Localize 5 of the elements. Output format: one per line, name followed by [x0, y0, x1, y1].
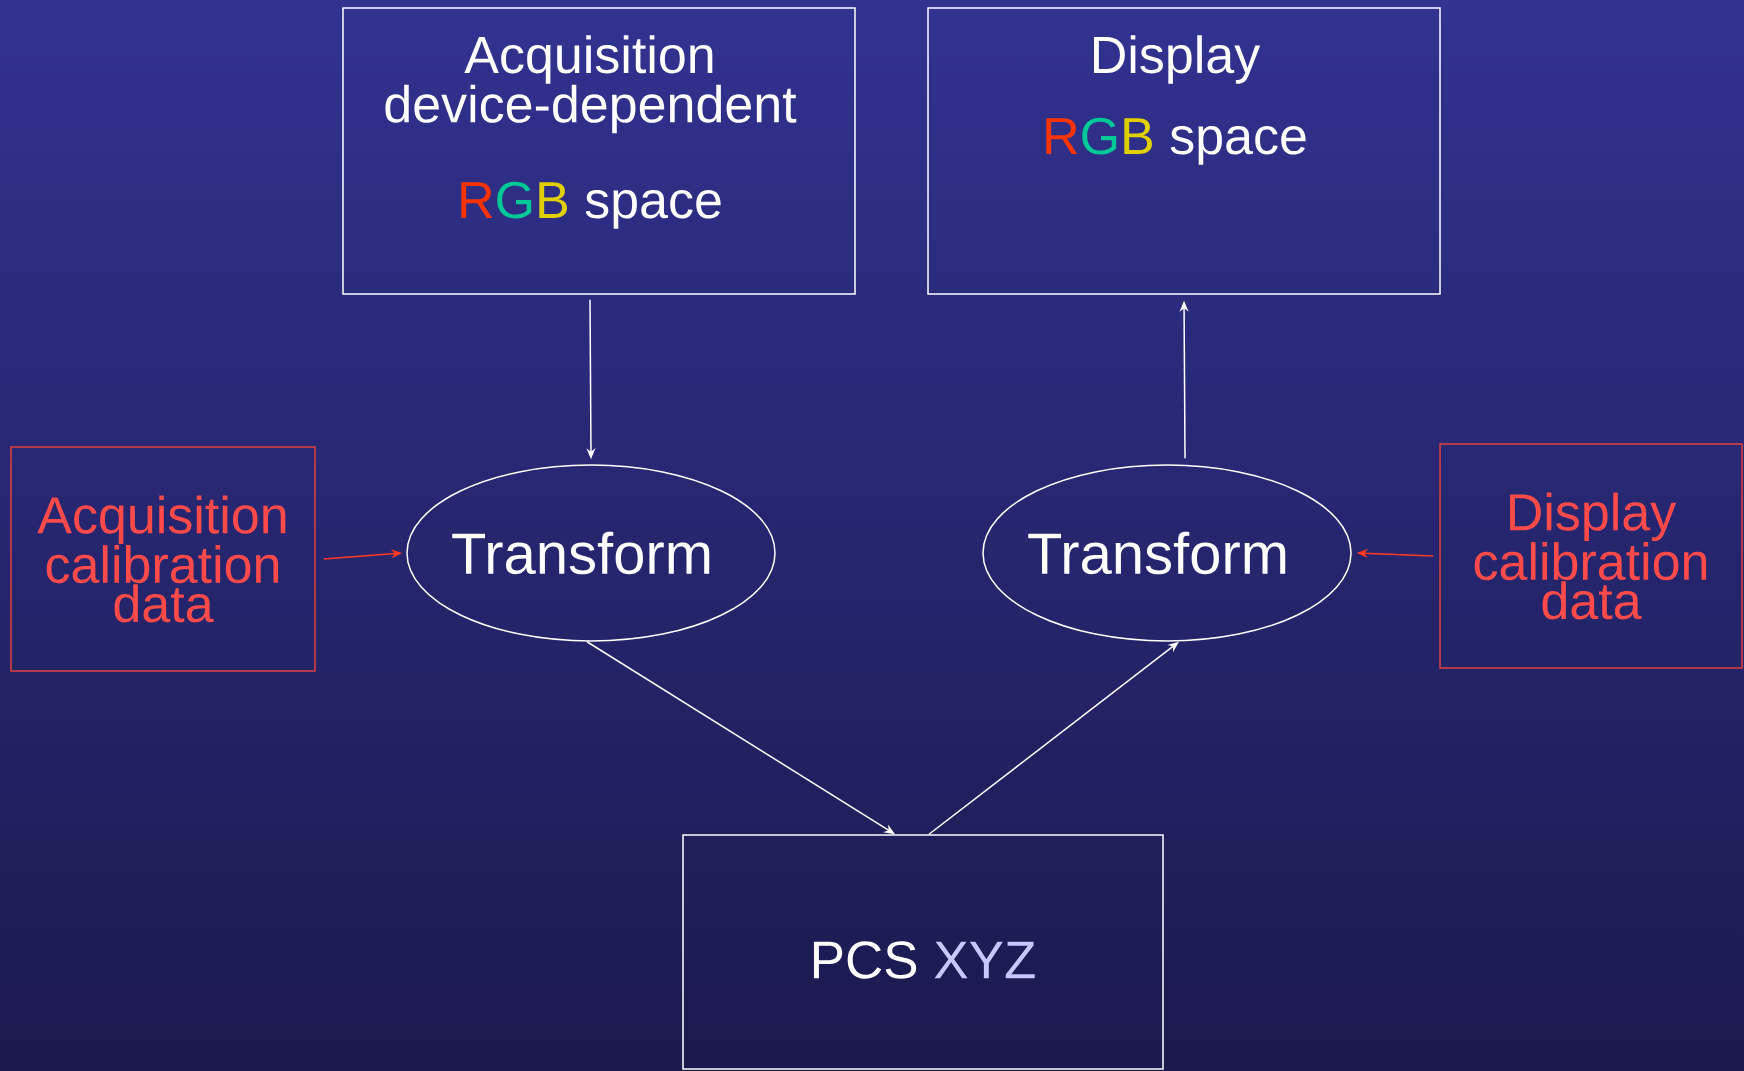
process-box: Display RGB space [927, 7, 1441, 295]
data-box: Acquisition calibration data [10, 446, 316, 672]
data-box: Display calibration data [1439, 443, 1743, 669]
process-box: PCS XYZ [682, 834, 1164, 1070]
process-box: Acquisition device-dependent RGB space [342, 7, 856, 295]
